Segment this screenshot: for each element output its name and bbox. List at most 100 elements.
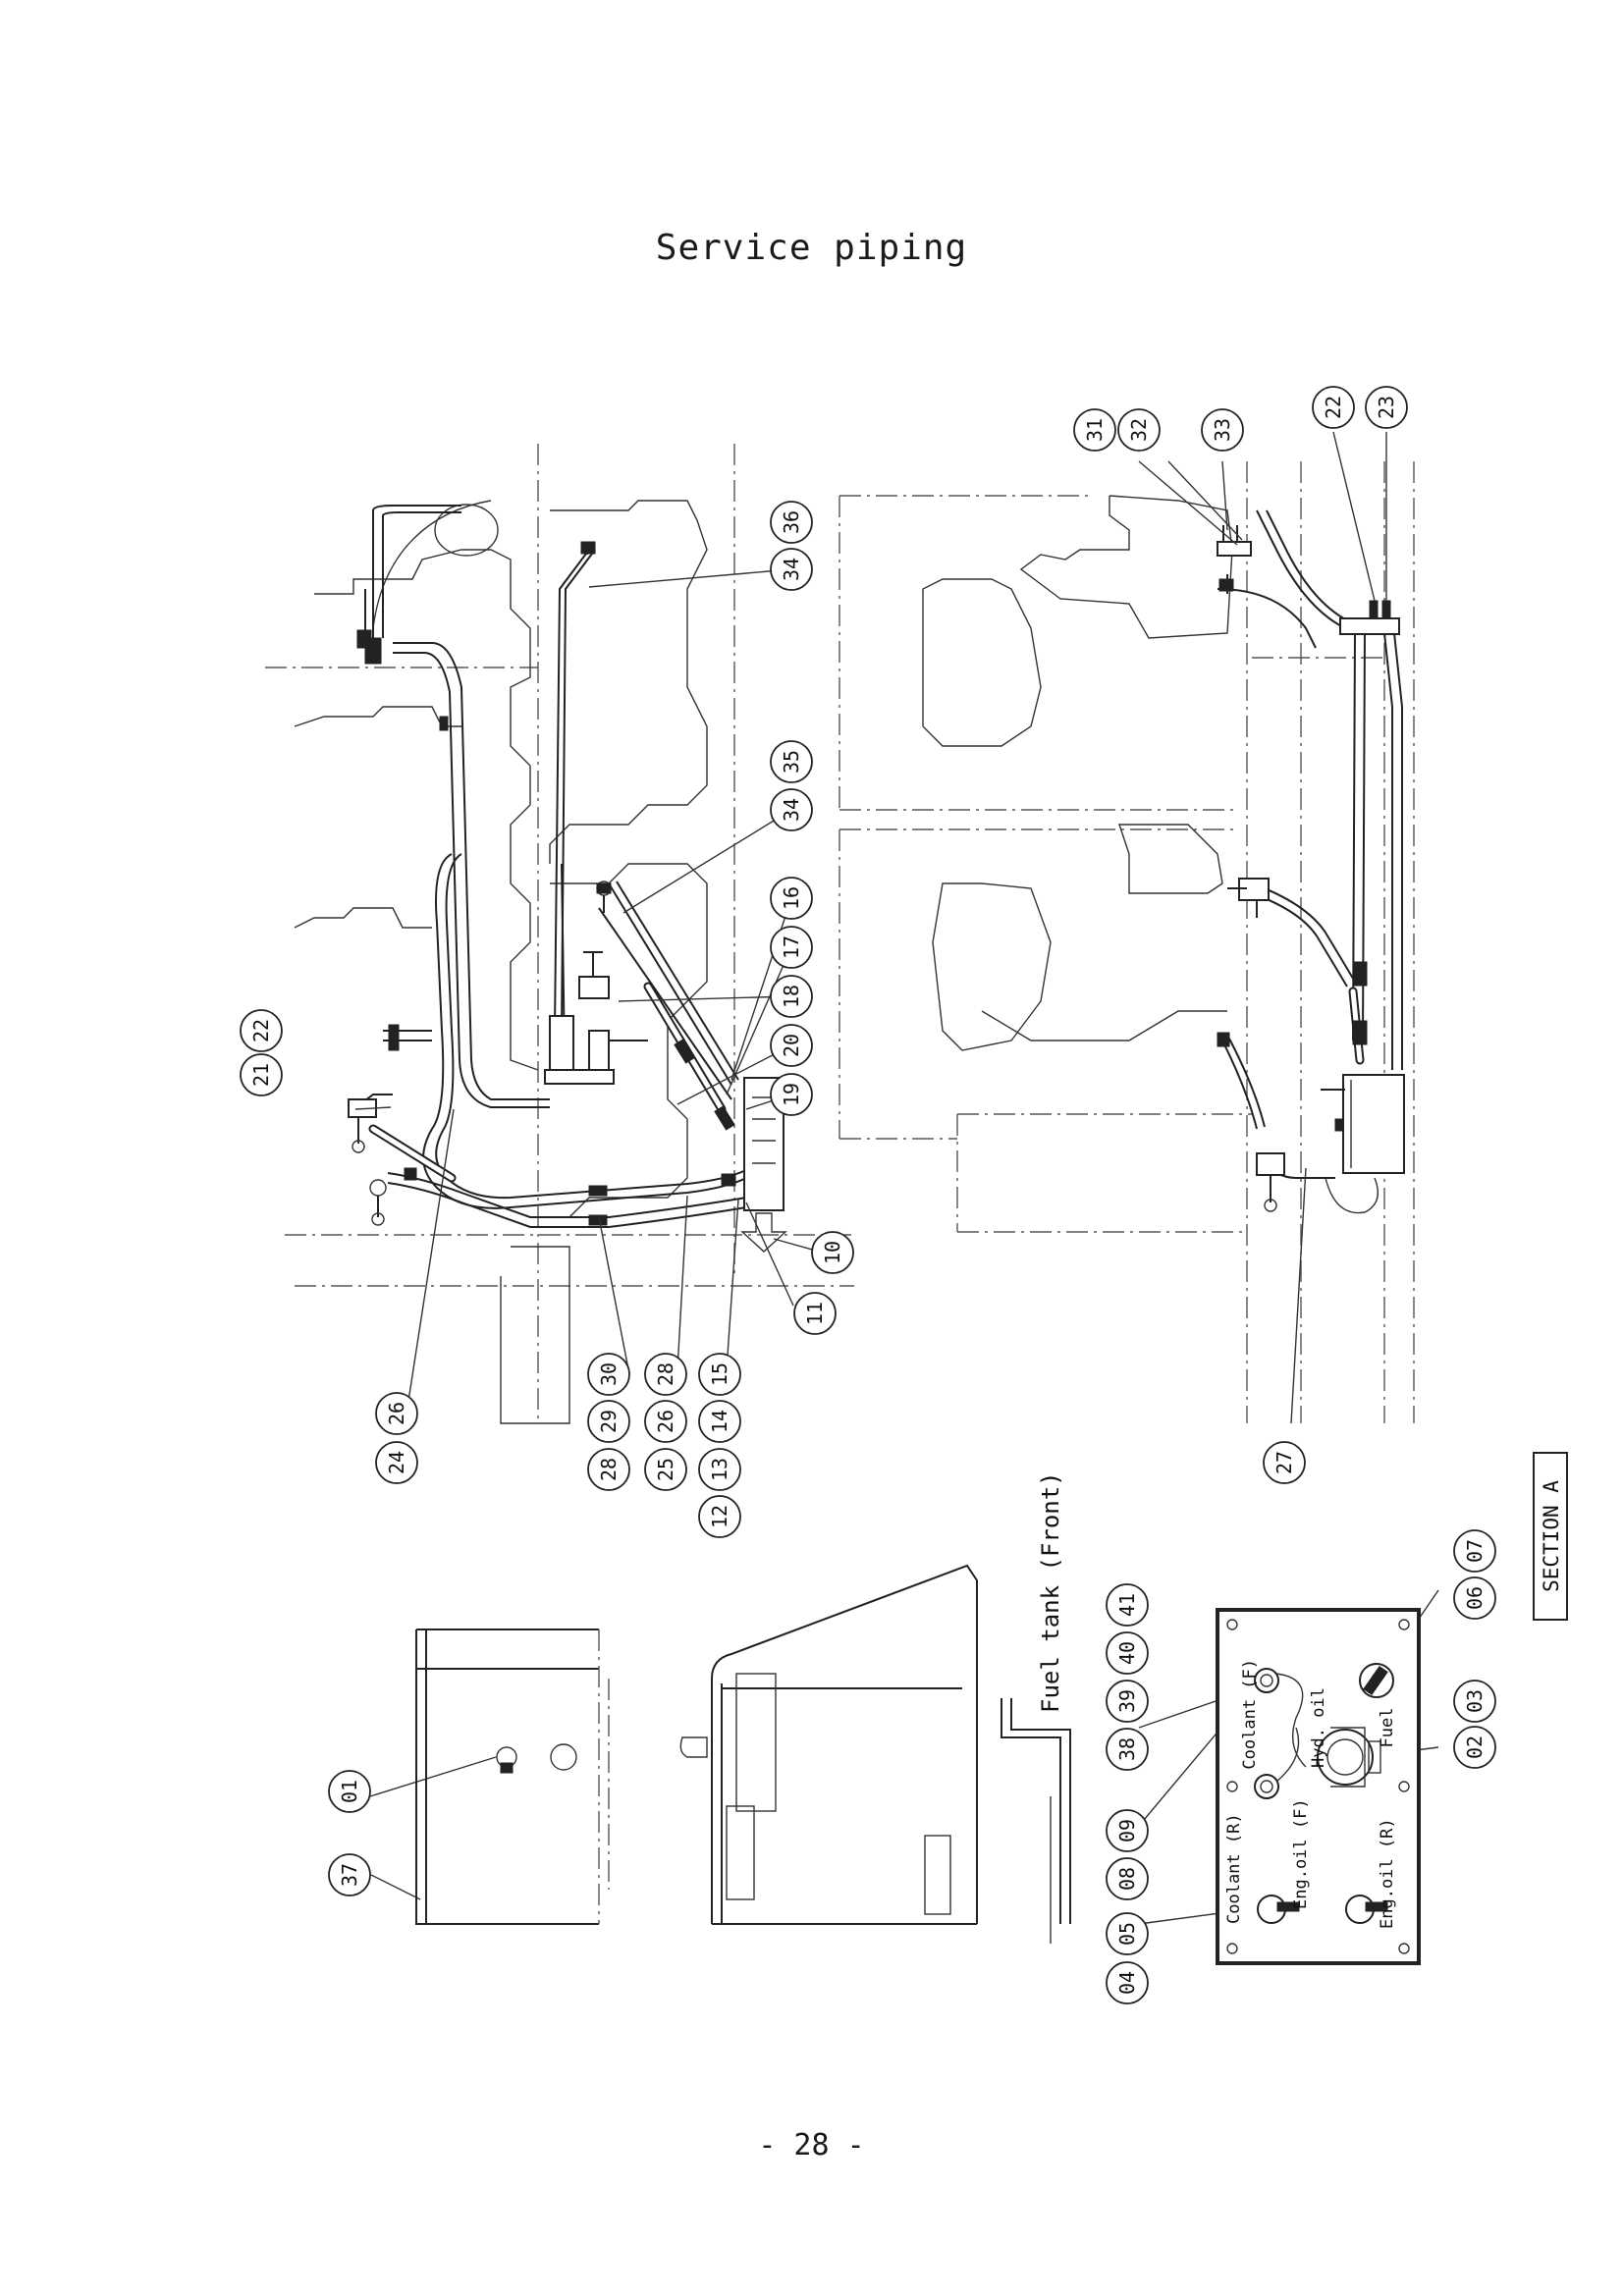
callout-c20: 20 xyxy=(770,1024,813,1067)
callout-circle xyxy=(1106,1583,1149,1627)
callout-circle xyxy=(644,1353,687,1396)
callout-circle xyxy=(770,1073,813,1116)
callout-number: 16 xyxy=(780,886,803,910)
callout-c41: 41 xyxy=(1106,1583,1149,1627)
page-title: Service piping xyxy=(655,228,968,268)
callout-number: 34 xyxy=(780,798,803,822)
callout-circle xyxy=(1453,1529,1496,1573)
callout-c33: 33 xyxy=(1201,408,1244,452)
callout-circle xyxy=(1073,408,1116,452)
callout-number: 30 xyxy=(597,1362,621,1386)
callout-c38: 38 xyxy=(1106,1728,1149,1771)
callout-circle xyxy=(770,740,813,783)
callout-number: 07 xyxy=(1463,1539,1487,1563)
callout-circle xyxy=(1365,386,1408,429)
callout-c14: 14 xyxy=(698,1400,741,1443)
callout-circle xyxy=(1106,1680,1149,1723)
callout-number: 33 xyxy=(1211,418,1234,442)
callout-number: 26 xyxy=(654,1410,677,1433)
label-fuel: Fuel xyxy=(1378,1708,1397,1748)
callout-c03: 03 xyxy=(1453,1680,1496,1723)
callout-circle xyxy=(1106,1912,1149,1955)
callout-circle xyxy=(770,788,813,831)
callout-c05: 05 xyxy=(1106,1912,1149,1955)
callout-c28b: 28 xyxy=(644,1353,687,1396)
callout-numbers: 3634353416171820191011222126243029282826… xyxy=(240,386,1496,2004)
callout-c11: 11 xyxy=(793,1292,837,1335)
callout-circle xyxy=(328,1853,371,1896)
callout-number: 24 xyxy=(385,1451,408,1474)
callout-circle xyxy=(770,975,813,1018)
callout-number: 28 xyxy=(654,1362,677,1386)
callout-circle xyxy=(240,1009,283,1052)
callout-circle xyxy=(1453,1576,1496,1620)
callout-number: 40 xyxy=(1115,1641,1139,1665)
callout-number: 41 xyxy=(1115,1593,1139,1617)
callout-c27: 27 xyxy=(1263,1441,1306,1484)
callout-number: 08 xyxy=(1115,1867,1139,1891)
callout-number: 27 xyxy=(1272,1451,1296,1474)
callout-number: 01 xyxy=(338,1780,361,1803)
callout-c39: 39 xyxy=(1106,1680,1149,1723)
callout-circle xyxy=(698,1495,741,1538)
callout-circle xyxy=(240,1053,283,1096)
callout-number: 37 xyxy=(338,1863,361,1887)
callout-c26b: 26 xyxy=(644,1400,687,1443)
callout-c30: 30 xyxy=(587,1353,630,1396)
page-number: - 28 - xyxy=(758,2128,865,2163)
callout-number: 32 xyxy=(1127,418,1151,442)
callout-c29: 29 xyxy=(587,1400,630,1443)
callout-c31: 31 xyxy=(1073,408,1116,452)
callout-c32: 32 xyxy=(1117,408,1161,452)
callout-number: 10 xyxy=(821,1241,844,1264)
callout-circle xyxy=(1106,1857,1149,1900)
callout-circle xyxy=(793,1292,837,1335)
callout-c17: 17 xyxy=(770,926,813,969)
callout-circle xyxy=(1312,386,1355,429)
callout-c09: 09 xyxy=(1106,1809,1149,1852)
callout-number: 36 xyxy=(780,510,803,534)
callout-circle xyxy=(1106,1631,1149,1675)
callout-number: 23 xyxy=(1375,396,1398,419)
panel-labels: Coolant (F) Hyd. oil Fuel Coolant (R) En… xyxy=(1224,1659,1397,1929)
callout-number: 39 xyxy=(1115,1689,1139,1713)
callout-number: 22 xyxy=(249,1019,273,1042)
callout-c13: 13 xyxy=(698,1448,741,1491)
callout-number: 25 xyxy=(654,1458,677,1481)
engine-assembly-left xyxy=(265,444,854,1424)
callout-number: 35 xyxy=(780,750,803,774)
callout-number: 14 xyxy=(708,1410,731,1433)
callout-number: 21 xyxy=(249,1063,273,1087)
callout-circle xyxy=(644,1448,687,1491)
callout-number: 02 xyxy=(1463,1735,1487,1759)
fuel-tank-caption: Fuel tank (Front) xyxy=(1037,1471,1064,1713)
callout-circle xyxy=(1263,1441,1306,1484)
callout-circle xyxy=(644,1400,687,1443)
callout-c18: 18 xyxy=(770,975,813,1018)
callout-c34b: 34 xyxy=(770,788,813,831)
callout-circle xyxy=(770,548,813,591)
callout-number: 19 xyxy=(780,1083,803,1106)
callout-circle xyxy=(587,1448,630,1491)
callout-circle xyxy=(770,877,813,920)
callout-c16: 16 xyxy=(770,877,813,920)
callout-c37: 37 xyxy=(328,1853,371,1896)
callout-circle xyxy=(1106,1809,1149,1852)
callout-circle xyxy=(1106,1961,1149,2004)
callout-number: 06 xyxy=(1463,1586,1487,1610)
callout-circle xyxy=(770,1024,813,1067)
callout-number: 38 xyxy=(1115,1737,1139,1761)
label-coolant-f: Coolant (F) xyxy=(1240,1659,1260,1770)
callout-circle xyxy=(770,501,813,544)
service-panel xyxy=(1216,1608,1421,1965)
callout-number: 20 xyxy=(780,1034,803,1057)
callout-c15: 15 xyxy=(698,1353,741,1396)
callout-c01: 01 xyxy=(328,1770,371,1813)
fuel-tank-side-view xyxy=(679,1564,1071,1944)
callout-number: 34 xyxy=(780,558,803,581)
callout-c08: 08 xyxy=(1106,1857,1149,1900)
callout-c28a: 28 xyxy=(587,1448,630,1491)
callout-number: 18 xyxy=(780,985,803,1008)
label-eng-oil-r: Eng.oil (R) xyxy=(1378,1818,1397,1929)
